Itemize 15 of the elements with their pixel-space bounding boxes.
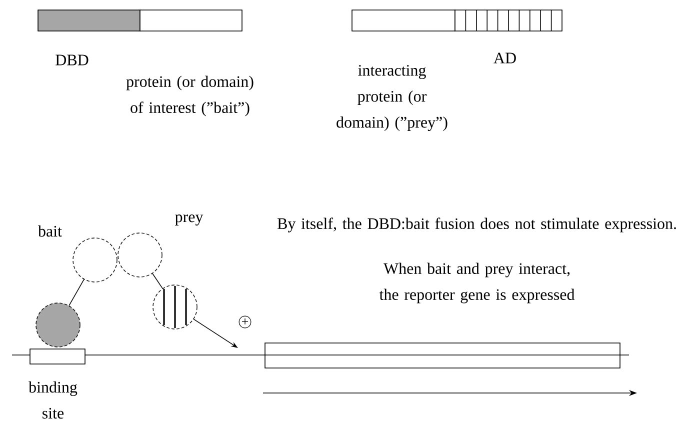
part-label: prey bbox=[175, 214, 204, 226]
plus-sign: + bbox=[238, 316, 252, 328]
part-label: binding site bbox=[28, 381, 78, 419]
part-label: AD bbox=[494, 52, 516, 64]
part-label: interacting protein (or domain) (”prey”) bbox=[336, 64, 448, 132]
linker-line bbox=[68, 279, 84, 306]
caption-text: When bait and prey interact, the reporter gene is expressed bbox=[379, 262, 575, 304]
protein-circle bbox=[36, 302, 80, 348]
reporter-gene-box bbox=[264, 342, 620, 368]
part-label: protein (or domain) of interest (”bait”) bbox=[126, 76, 254, 116]
part-label: bait bbox=[38, 225, 62, 237]
protein-circle bbox=[152, 284, 198, 330]
part-label: DBD bbox=[56, 54, 88, 66]
linker-line bbox=[152, 273, 163, 289]
caption-text: By itself, the DBD:bait fusion does not stimulate expression. bbox=[277, 218, 676, 232]
